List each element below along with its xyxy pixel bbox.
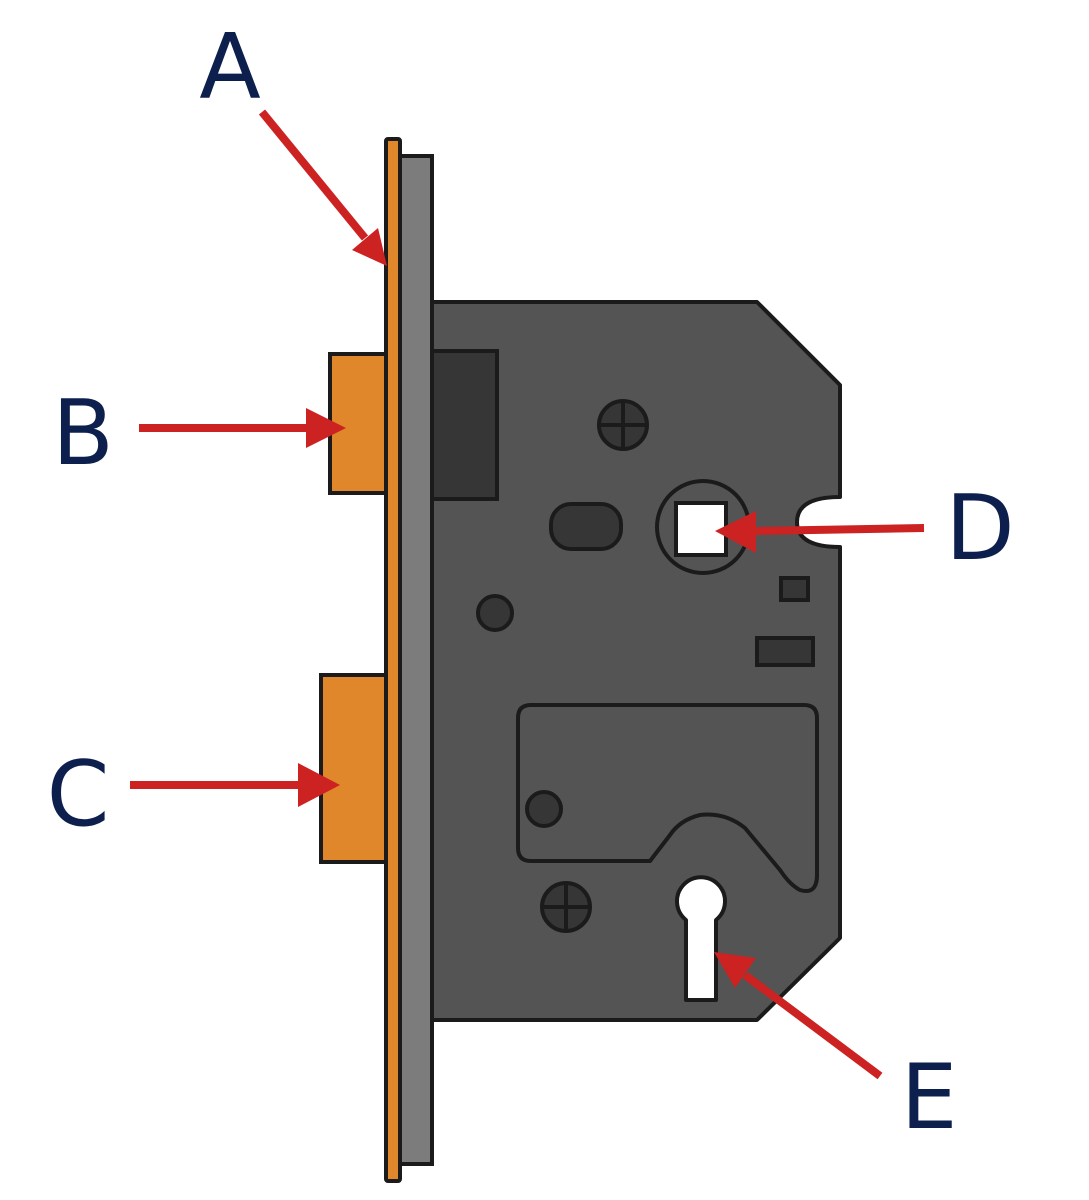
arrow-d	[715, 511, 925, 553]
lever-panel	[516, 703, 819, 893]
forend-plate	[384, 137, 402, 1183]
label-e: E	[901, 1045, 958, 1150]
arrow-e	[714, 952, 883, 1080]
arrow-a	[258, 109, 387, 266]
arrow-b	[139, 408, 346, 448]
rivet-mid	[476, 594, 514, 632]
label-d: D	[945, 476, 1014, 581]
latch-bolt	[328, 352, 389, 495]
keyhole	[675, 875, 727, 1002]
latch-slot	[430, 349, 499, 501]
horizontal-slot	[755, 636, 815, 667]
inner-forend	[396, 154, 434, 1166]
top-screw	[597, 399, 649, 451]
label-b: B	[52, 381, 114, 486]
spindle-hole	[674, 501, 728, 557]
small-square	[779, 576, 810, 602]
rivet-lever	[525, 790, 563, 828]
arrow-c	[130, 763, 340, 807]
dead-bolt	[319, 673, 389, 864]
bottom-screw	[540, 881, 592, 933]
spindle-follower	[655, 479, 751, 575]
label-c: C	[47, 742, 110, 847]
oval-slot	[549, 502, 623, 551]
label-a: A	[199, 15, 261, 120]
